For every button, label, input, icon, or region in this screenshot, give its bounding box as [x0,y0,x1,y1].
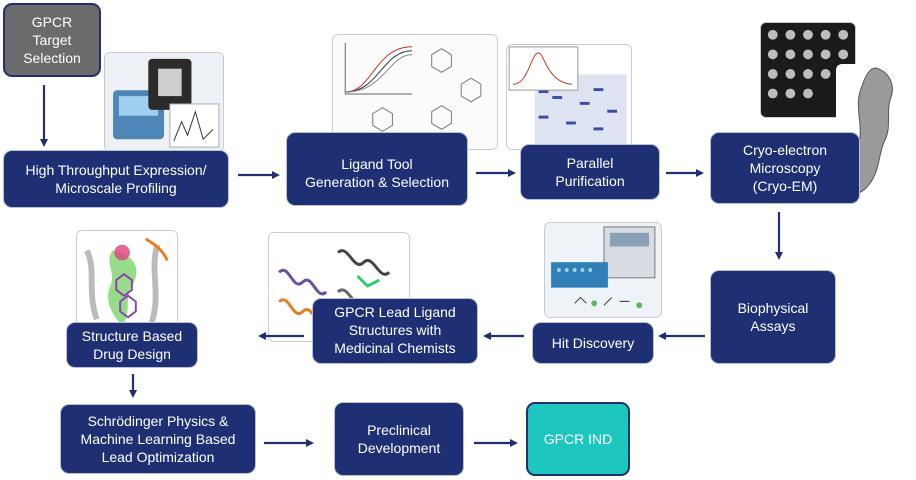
node-biophysical-assays: Biophysical Assays [710,270,836,364]
node-parallel-purification: Parallel Purification [520,144,660,200]
binding-curve-image [332,34,498,150]
node-cryo-em: Cryo-electron Microscopy (Cryo-EM) [710,132,860,204]
node-hit-discovery: Hit Discovery [532,322,654,364]
node-ligand-tool: Ligand Tool Generation & Selection [286,132,468,206]
instrument-image [104,52,224,152]
lab-equipment-illustration [545,223,661,317]
node-schrodinger: Schrödinger Physics & Machine Learning B… [60,404,256,474]
node-structure-based-drug-design: Structure Based Drug Design [66,322,198,368]
protein-ligand-illustration [77,231,177,333]
lab-equipment-image [544,222,662,318]
gel-illustration [507,45,631,149]
node-lead-ligand: GPCR Lead Ligand Structures with Medicin… [312,298,478,364]
node-target-selection: GPCR Target Selection [3,3,101,77]
sbdd-image [76,230,178,334]
instrument-illustration [105,53,223,151]
gel-image [506,44,632,150]
node-preclinical: Preclinical Development [334,402,464,476]
node-expression: High Throughput Expression/ Microscale P… [3,150,229,208]
node-gpcr-ind: GPCR IND [526,402,630,476]
ligand-curve-illustration [333,35,497,149]
